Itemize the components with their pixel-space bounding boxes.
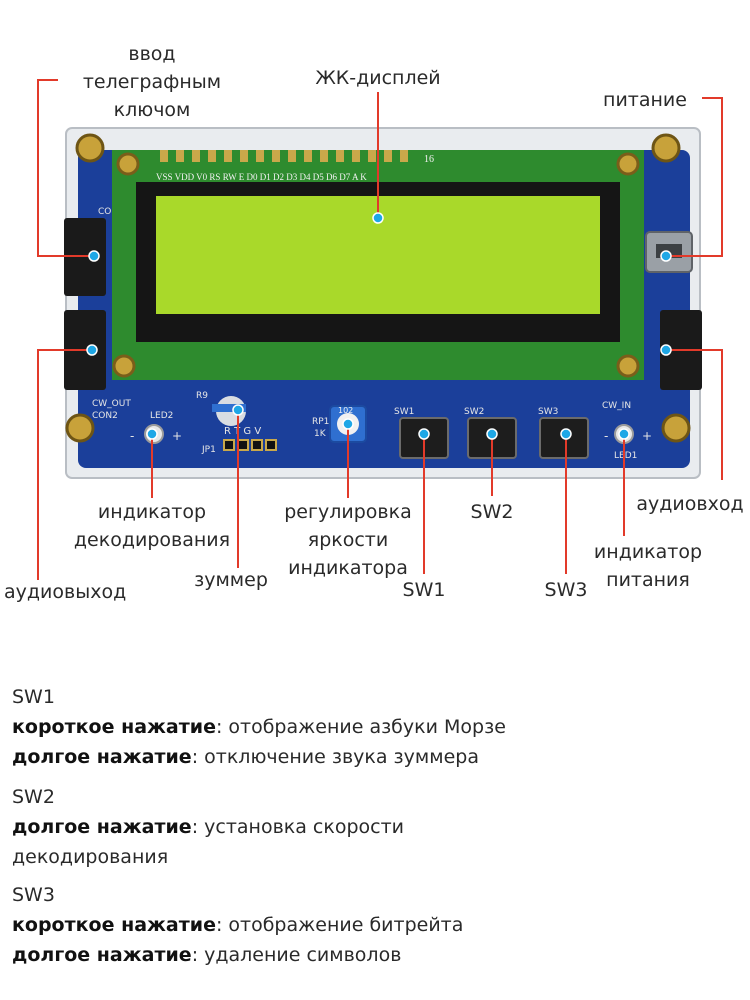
- label-power: питание: [603, 89, 687, 111]
- label-power-led: индикатор питания: [584, 538, 712, 594]
- desc-sw3-line1: короткое нажатие: отображение битрейта: [12, 910, 463, 940]
- desc-sw3-line1-text: : отображение битрейта: [215, 914, 464, 936]
- silk-pin-16: 16: [424, 154, 434, 165]
- silk-rp1: RP1: [312, 417, 329, 427]
- desc-sw1-line1: короткое нажатие: отображение азбуки Мор…: [12, 712, 506, 742]
- silk-sw2: SW2: [464, 407, 484, 417]
- label-key-input-line1: ввод: [128, 43, 176, 65]
- marker-dots: [86, 212, 672, 440]
- silk-plus-left: +: [172, 429, 182, 443]
- silk-sw3: SW3: [538, 407, 558, 417]
- label-key-input-line3: ключом: [113, 99, 191, 121]
- silk-con2: CON2: [92, 411, 118, 421]
- desc-sw3-title: SW3: [12, 884, 55, 906]
- silk-cw-out: CW_OUT: [92, 399, 131, 409]
- label-buzzer: зуммер: [194, 569, 268, 591]
- label-sw1: SW1: [402, 579, 446, 601]
- label-audio-in: аудиовход: [636, 493, 744, 515]
- desc-sw1-title: SW1: [12, 686, 55, 708]
- desc-sw1-line2-text: : отключение звука зуммера: [191, 746, 479, 768]
- callout-lines: [37, 79, 723, 580]
- label-power-led-line2: питания: [606, 569, 690, 591]
- silk-minus-right: -: [604, 429, 608, 443]
- silk-jp1: JP1: [201, 445, 216, 455]
- silk-rtgv: R T G V: [224, 426, 261, 437]
- desc-sw1-line1-text: : отображение азбуки Морзе: [215, 716, 506, 738]
- desc-sw2-line2-text: декодирования: [12, 846, 169, 868]
- silk-minus-left: -: [130, 429, 134, 443]
- desc-sw3-line1-bold: короткое нажатие: [12, 914, 216, 936]
- desc-sw2-line1-bold: долгое нажатие: [12, 816, 192, 838]
- silk-lcd-pins: VSS VDD V0 RS RW E D0 D1 D2 D3 D4 D5 D6 …: [156, 172, 367, 182]
- silk-1k: 1K: [314, 429, 327, 439]
- label-audio-out: аудиовыход: [4, 581, 127, 603]
- label-brightness-line2: яркости: [307, 529, 389, 551]
- desc-sw1: SW1 короткое нажатие: отображение азбуки…: [12, 682, 506, 772]
- desc-sw2: SW2 долгое нажатие: установка скорости д…: [12, 782, 404, 872]
- desc-sw3-line2-bold: долгое нажатие: [12, 944, 192, 966]
- silk-sw1: SW1: [394, 407, 414, 417]
- desc-sw1-line2-bold: долгое нажатие: [12, 746, 192, 768]
- desc-sw3-line2-text: : удаление символов: [191, 944, 402, 966]
- label-key-input: ввод телеграфным ключом: [72, 40, 232, 124]
- silk-pot: 102: [338, 406, 353, 415]
- label-decode-led: индикатор декодирования: [60, 498, 244, 554]
- device-illustration: VSS VDD V0 RS RW E D0 D1 D2 D3 D4 D5 D6 …: [37, 79, 723, 580]
- silk-led2: LED2: [150, 411, 173, 421]
- label-power-led-line1: индикатор: [593, 541, 703, 563]
- silk-plus-right: +: [642, 429, 652, 443]
- desc-sw1-line2: долгое нажатие: отключение звука зуммера: [12, 742, 506, 772]
- label-decode-led-line1: индикатор: [97, 501, 207, 523]
- silk-cw-in: CW_IN: [602, 401, 631, 411]
- label-decode-led-line2: декодирования: [73, 529, 231, 551]
- label-lcd: ЖК-дисплей: [315, 67, 441, 89]
- screw-icon: [651, 133, 681, 163]
- desc-sw3-line2: долгое нажатие: удаление символов: [12, 940, 463, 970]
- label-key-input-line2: телеграфным: [82, 71, 222, 93]
- label-sw2: SW2: [470, 501, 514, 523]
- desc-sw3: SW3 короткое нажатие: отображение битрей…: [12, 880, 463, 970]
- desc-sw1-line1-bold: короткое нажатие: [12, 716, 216, 738]
- desc-sw2-line2: декодирования: [12, 842, 404, 872]
- jp1-header: [223, 439, 277, 451]
- screw-icon: [661, 413, 691, 443]
- silk-con: CO: [98, 207, 111, 217]
- silk-r9: R9: [196, 391, 208, 401]
- lcd-header-pins: [160, 150, 408, 162]
- label-brightness-line1: регулировка: [284, 501, 412, 523]
- silk-led1: LED1: [614, 451, 637, 461]
- desc-sw2-line1: долгое нажатие: установка скорости: [12, 812, 404, 842]
- screw-icon: [65, 413, 95, 443]
- desc-sw2-line1-text: : установка скорости: [191, 816, 405, 838]
- screw-icon: [75, 133, 105, 163]
- label-sw3: SW3: [544, 579, 588, 601]
- label-brightness-line3: индикатора: [288, 557, 408, 579]
- label-brightness: регулировка яркости индикатора: [268, 498, 428, 582]
- desc-sw2-title: SW2: [12, 786, 55, 808]
